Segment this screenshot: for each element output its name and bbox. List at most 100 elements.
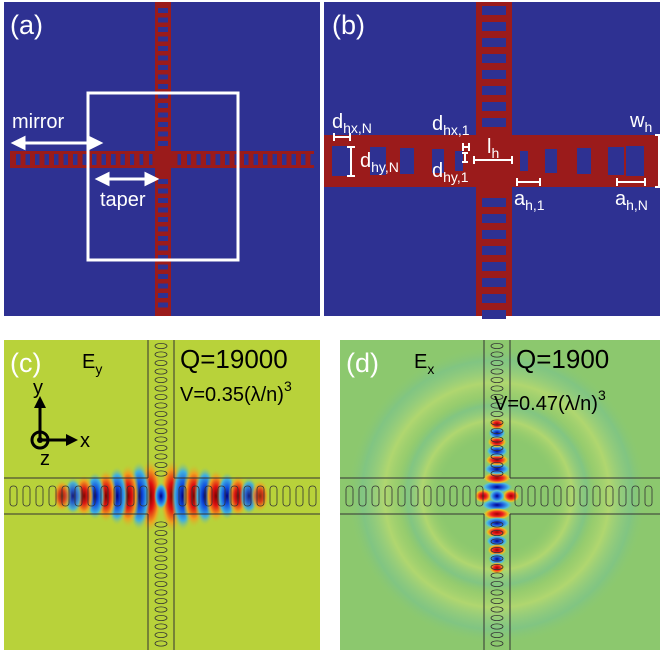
hole (158, 179, 168, 184)
hole-outline (154, 606, 168, 613)
hole-outline (282, 485, 291, 507)
hole-outline (243, 485, 252, 507)
hole-outline (475, 485, 484, 507)
hole (158, 293, 168, 298)
panel-c-field-lobes (52, 458, 270, 534)
hole (44, 154, 49, 165)
taper-label: taper (100, 189, 146, 211)
hole (187, 154, 191, 165)
hole (158, 236, 168, 241)
hole-outline (154, 385, 168, 392)
hole-outline (490, 368, 504, 375)
hole (54, 154, 59, 165)
hole (158, 255, 168, 260)
hole (158, 122, 168, 127)
hole-outline (490, 530, 504, 537)
hole (158, 65, 168, 70)
hole (16, 154, 21, 165)
hole-outline (154, 368, 168, 375)
hole (482, 294, 506, 303)
hole (149, 154, 153, 165)
hole (370, 147, 386, 175)
hole-outline (490, 598, 504, 605)
hole-outline (490, 640, 504, 647)
dim-wh: wh (629, 110, 652, 135)
hole-outline (154, 564, 168, 571)
hole-outline (490, 427, 504, 434)
hole (158, 112, 168, 118)
hole-outline (490, 359, 504, 366)
hole (282, 154, 287, 165)
hole (545, 149, 557, 173)
hole-outline (217, 485, 226, 507)
hole (482, 38, 506, 47)
hole-outline (154, 342, 168, 349)
hole-outline (490, 623, 504, 630)
hole (400, 148, 414, 174)
hole (35, 154, 40, 165)
hole (25, 154, 30, 165)
hole-outline (154, 376, 168, 383)
axis-label-z: z (40, 448, 50, 470)
hole (482, 6, 506, 15)
hole (158, 264, 168, 270)
hole (130, 154, 135, 165)
dim-dhx1: dhx,1 (432, 113, 470, 138)
hole-outline (191, 485, 200, 507)
hole-outline (154, 547, 168, 554)
panel-c-label: (c) (10, 348, 41, 378)
hole-outline (490, 376, 504, 383)
hole (158, 302, 168, 308)
hole-outline (592, 485, 601, 507)
hole-outline (490, 351, 504, 358)
field-lobe (482, 508, 512, 520)
hole (482, 54, 506, 63)
panel-a-label: (a) (10, 10, 43, 40)
hole (73, 154, 78, 165)
hole-outline (154, 436, 168, 443)
hole (608, 147, 624, 175)
dim-dhy1: dhy,1 (432, 160, 469, 185)
hole (158, 84, 168, 89)
hole-outline (490, 564, 504, 571)
hole-outline (154, 632, 168, 639)
hole-outline (644, 485, 653, 507)
hole-outline (490, 538, 504, 545)
hole (177, 154, 181, 165)
hole-outline (490, 606, 504, 613)
hole (520, 151, 528, 171)
hole-outline (527, 485, 536, 507)
hole (310, 154, 315, 165)
hole-outline (48, 485, 57, 507)
panel-c-quality-factor: Q=19000 (180, 344, 288, 374)
hole (158, 46, 168, 51)
panel-c-field-label: Ey (82, 351, 102, 377)
panel-c-hole-outlines (9, 342, 317, 647)
panel-b-horizontal-holes (332, 146, 644, 176)
field-lobe (481, 481, 513, 493)
hole-outline (308, 485, 317, 507)
hole-outline (154, 572, 168, 579)
hole-outline (579, 485, 588, 507)
hole-outline (605, 485, 614, 507)
hole-outline (154, 581, 168, 588)
hole (272, 154, 277, 165)
hole-outline (87, 485, 96, 507)
panel-b: dhx,N dhy,N dhx,1 dhy,1 lh wh ah,1 ah,N … (324, 2, 663, 319)
hole-outline (462, 485, 471, 507)
hole (158, 74, 168, 80)
hole (158, 8, 168, 13)
hole-outline (490, 470, 504, 477)
coordinate-axes: y x z (30, 377, 90, 470)
hole (120, 154, 125, 165)
hole (244, 154, 249, 165)
hole (158, 55, 168, 61)
dim-lh: lh (487, 136, 499, 161)
hole-outline (397, 485, 406, 507)
field-lobe (154, 482, 168, 510)
panel-d-field-label: Ex (414, 351, 434, 377)
dimension-markers (333, 133, 663, 188)
field-lobe (485, 535, 509, 547)
hole-outline (490, 581, 504, 588)
hole-outline (490, 342, 504, 349)
